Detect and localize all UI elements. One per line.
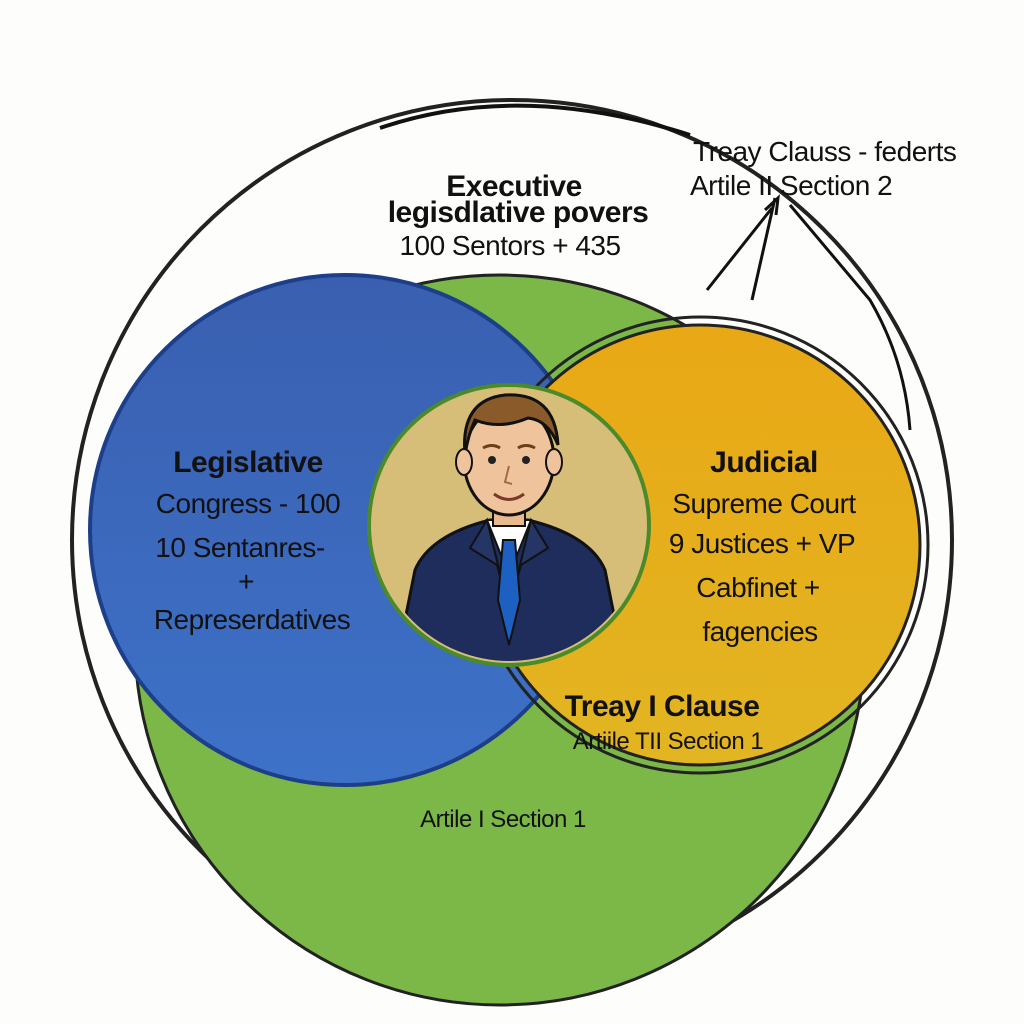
judicial-line1: Supreme Court xyxy=(672,488,856,519)
treaty-clause-title: Treay Clauss - federts xyxy=(693,136,957,167)
legislative-line3: + xyxy=(238,566,254,597)
legislative-title: Legislative xyxy=(173,446,323,479)
executive-members: 100 Sentors + 435 xyxy=(399,230,621,261)
legislative-line2: 10 Sentanres- xyxy=(155,532,325,563)
judicial-line2: 9 Justices + VP xyxy=(668,528,856,559)
judicial-title: Judicial xyxy=(710,446,818,479)
judicial-line3: Cabfinet + xyxy=(696,572,820,603)
pointer-lines xyxy=(705,194,912,431)
judicial-line4: fagencies xyxy=(702,616,818,647)
executive-title: Executive xyxy=(446,170,582,203)
executive-subtitle: legisdlative povers xyxy=(387,196,649,229)
legislative-line1: Congress - 100 xyxy=(155,488,341,519)
overlap-article: Artiile TII Section 1 xyxy=(572,728,764,755)
treaty-clause-article: Artile II Section 2 xyxy=(690,170,893,201)
legislative-line4: Represerdatives xyxy=(153,604,351,635)
green-article-label: Artile I Section 1 xyxy=(420,806,586,833)
overlap-title: Treay I Clause xyxy=(564,690,760,723)
executive-portrait xyxy=(367,383,651,667)
